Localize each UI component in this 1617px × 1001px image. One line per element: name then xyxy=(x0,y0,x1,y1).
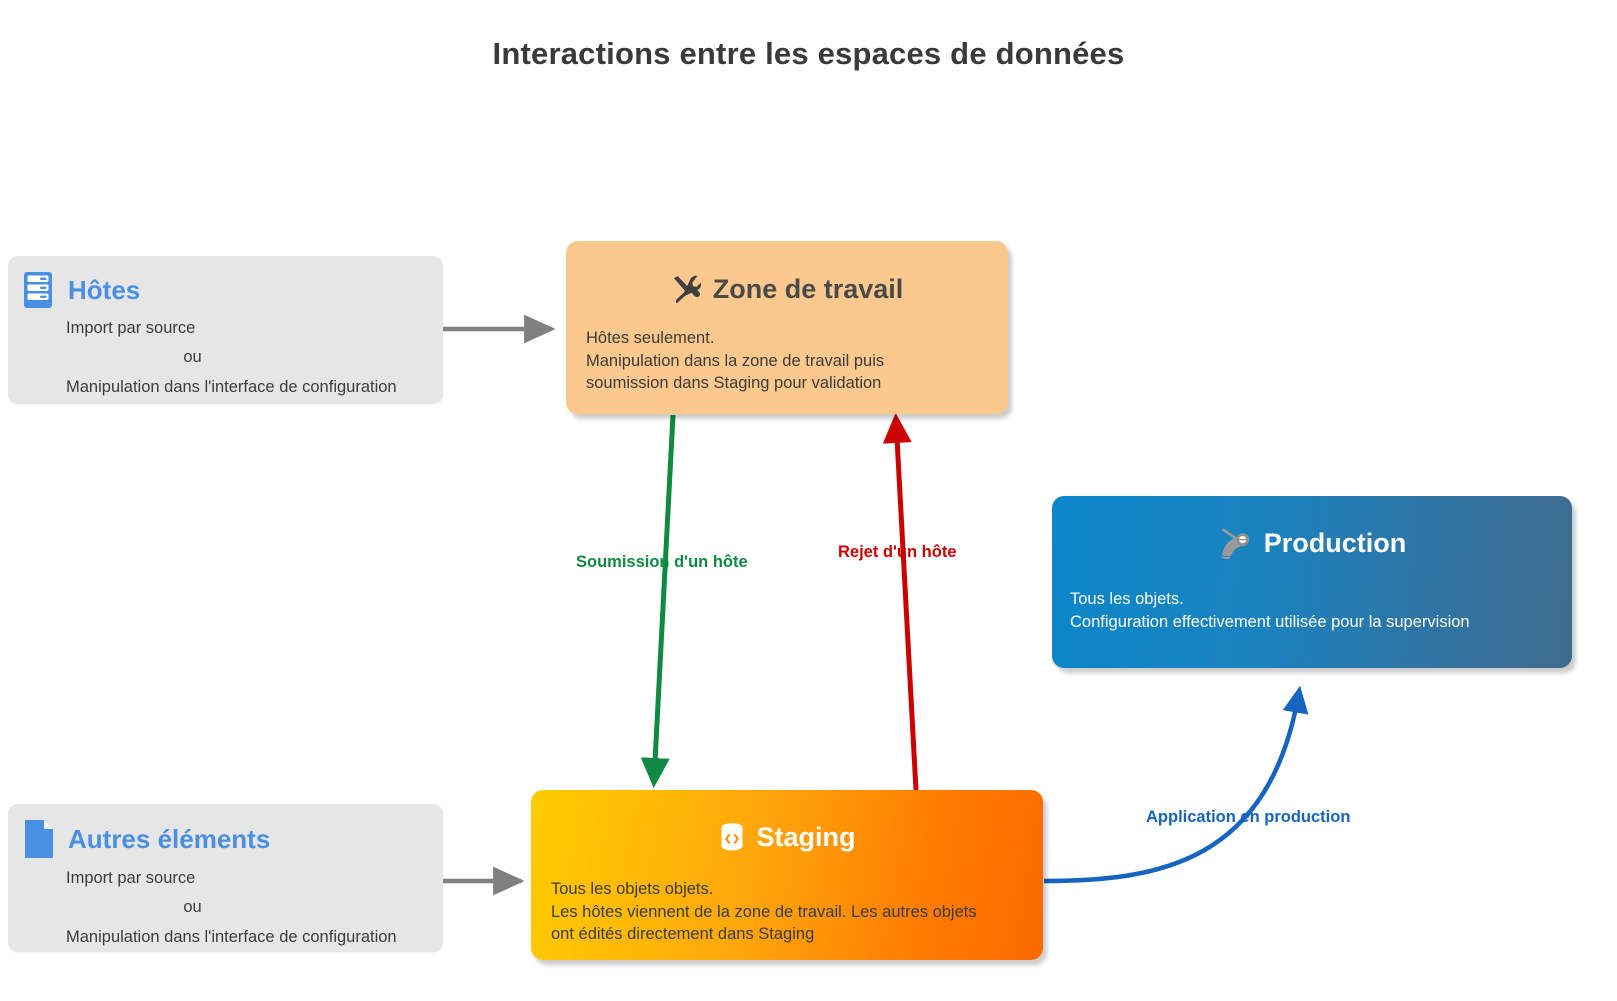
node-other-elements[interactable]: Autres éléments Import par source ou Man… xyxy=(8,804,443,952)
page-title: Interactions entre les espaces de donnée… xyxy=(492,36,1125,71)
node-other-elements-title: Autres éléments xyxy=(68,824,271,854)
node-workspace-title: Zone de travail xyxy=(712,273,904,304)
node-staging-title-row: Staging xyxy=(531,790,1043,852)
edge-label-soumission: Soumission d'un hôte xyxy=(576,553,748,571)
node-production-title: Production xyxy=(1263,527,1407,558)
node-other-elements-header: Autres éléments xyxy=(8,804,443,860)
edge-workspace-to-staging xyxy=(640,414,676,788)
database-braces-icon xyxy=(719,822,745,852)
node-hosts-line-1: Import par source xyxy=(66,319,196,337)
node-workspace[interactable]: Zone de travail Hôtes seulement. Manipul… xyxy=(566,241,1008,414)
node-production-line-2: Configuration effectivement utilisée pou… xyxy=(1070,612,1470,631)
node-other-elements-line-1: Import par source xyxy=(66,869,196,887)
edge-staging-to-production xyxy=(1043,685,1309,884)
node-production[interactable]: Production Tous les objets. Configuratio… xyxy=(1052,496,1572,668)
node-other-elements-body: Import par source ou Manipulation dans l… xyxy=(8,860,443,962)
node-hosts-header: Hôtes xyxy=(8,256,443,310)
node-staging-line-3: ont édités directement dans Staging xyxy=(551,925,815,944)
node-staging-line-1: Tous les objets objets. xyxy=(551,880,714,898)
node-hosts-line-2: ou xyxy=(183,348,202,367)
node-hosts-title: Hôtes xyxy=(68,275,141,305)
tools-hammer-wrench-icon xyxy=(671,275,701,304)
satellite-dish-icon xyxy=(1218,526,1252,560)
node-workspace-body: Hôtes seulement. Manipulation dans la zo… xyxy=(566,303,1008,395)
node-staging-title: Staging xyxy=(756,821,856,852)
node-hosts-body: Import par source ou Manipulation dans l… xyxy=(8,310,443,412)
node-workspace-title-row: Zone de travail xyxy=(566,241,1008,304)
node-production-body: Tous les objets. Configuration effective… xyxy=(1052,560,1572,633)
node-staging[interactable]: Staging Tous les objets objets. Les hôte… xyxy=(531,790,1043,960)
node-workspace-line-1: Hôtes seulement. xyxy=(586,329,715,347)
node-production-title-row: Production xyxy=(1052,496,1572,560)
node-other-elements-line-3: Manipulation dans l'interface de configu… xyxy=(66,927,397,946)
edge-label-application-production: Application en production xyxy=(1146,808,1351,826)
edge-staging-to-workspace xyxy=(882,413,919,791)
edge-label-rejet: Rejet d'un hôte xyxy=(838,543,957,561)
node-staging-body: Tous les objets objets. Les hôtes vienne… xyxy=(531,852,1043,946)
node-hosts[interactable]: Hôtes Import par source ou Manipulation … xyxy=(8,256,443,404)
node-hosts-line-3: Manipulation dans l'interface de configu… xyxy=(66,377,397,396)
node-production-line-1: Tous les objets. xyxy=(1070,590,1184,608)
server-rack-icon xyxy=(22,270,56,310)
node-staging-line-2: Les hôtes viennent de la zone de travail… xyxy=(551,902,977,921)
document-page-icon xyxy=(22,818,56,860)
node-workspace-line-3: soumission dans Staging pour validation xyxy=(586,374,882,393)
node-workspace-line-2: Manipulation dans la zone de travail pui… xyxy=(586,351,885,370)
node-other-elements-line-2: ou xyxy=(183,898,202,917)
